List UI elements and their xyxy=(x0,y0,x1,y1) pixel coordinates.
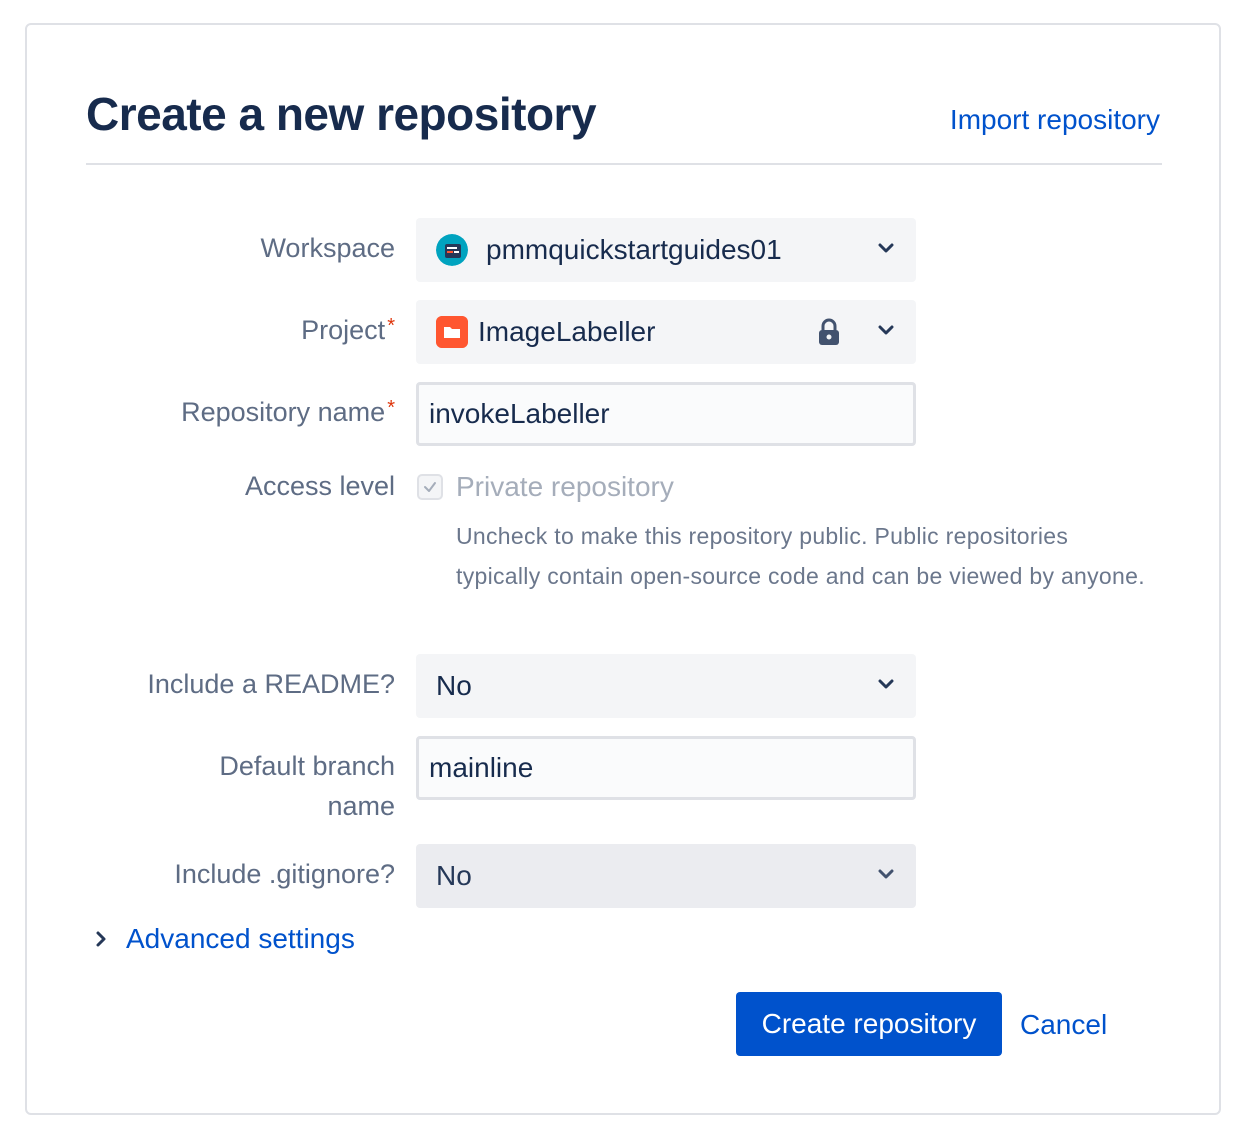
advanced-settings-label: Advanced settings xyxy=(126,923,355,954)
required-marker: * xyxy=(387,397,395,419)
default-branch-label: Default branch xyxy=(219,751,395,781)
repository-name-input[interactable]: invokeLabeller xyxy=(416,382,916,446)
chevron-down-icon xyxy=(878,243,894,253)
create-repository-button[interactable]: Create repository xyxy=(736,992,1002,1056)
chevron-down-icon xyxy=(878,325,894,335)
page-title: Create a new repository xyxy=(86,88,597,140)
workspace-avatar-icon xyxy=(436,234,468,266)
repository-name-value: invokeLabeller xyxy=(429,398,610,429)
readme-label: Include a README? xyxy=(147,669,395,699)
header-divider xyxy=(86,163,1162,165)
private-repository-checkbox[interactable] xyxy=(417,474,443,500)
project-select[interactable]: ImageLabeller xyxy=(416,300,916,364)
chevron-down-icon xyxy=(878,679,894,689)
gitignore-value: No xyxy=(436,860,472,891)
checkmark-icon xyxy=(424,482,436,492)
workspace-label: Workspace xyxy=(260,233,395,263)
gitignore-select[interactable]: No xyxy=(416,844,916,908)
chevron-down-icon xyxy=(878,869,894,879)
folder-icon xyxy=(436,316,468,348)
create-repo-card xyxy=(25,23,1221,1115)
chevron-right-icon xyxy=(96,931,106,947)
workspace-value: pmmquickstartguides01 xyxy=(486,234,782,265)
access-level-label: Access level xyxy=(244,471,395,501)
lock-icon xyxy=(819,318,839,345)
default-branch-value: mainline xyxy=(429,752,534,783)
default-branch-label-line2: name xyxy=(327,791,395,821)
default-branch-input[interactable]: mainline xyxy=(416,736,916,800)
cancel-button[interactable]: Cancel xyxy=(1020,1009,1108,1040)
access-level-help-text: Uncheck to make this repository public. … xyxy=(456,523,1145,589)
private-repository-label: Private repository xyxy=(456,471,674,502)
import-repository-link[interactable]: Import repository xyxy=(949,104,1160,135)
advanced-settings-toggle[interactable]: Advanced settings xyxy=(92,920,355,958)
required-marker: * xyxy=(387,315,395,337)
workspace-select[interactable]: pmmquickstartguides01 xyxy=(416,218,916,282)
readme-select[interactable]: No xyxy=(416,654,916,718)
gitignore-label: Include .gitignore? xyxy=(174,859,395,889)
project-label: Project* xyxy=(301,315,395,345)
repository-name-label: Repository name* xyxy=(181,397,395,427)
project-value: ImageLabeller xyxy=(478,316,656,347)
readme-value: No xyxy=(436,670,472,701)
